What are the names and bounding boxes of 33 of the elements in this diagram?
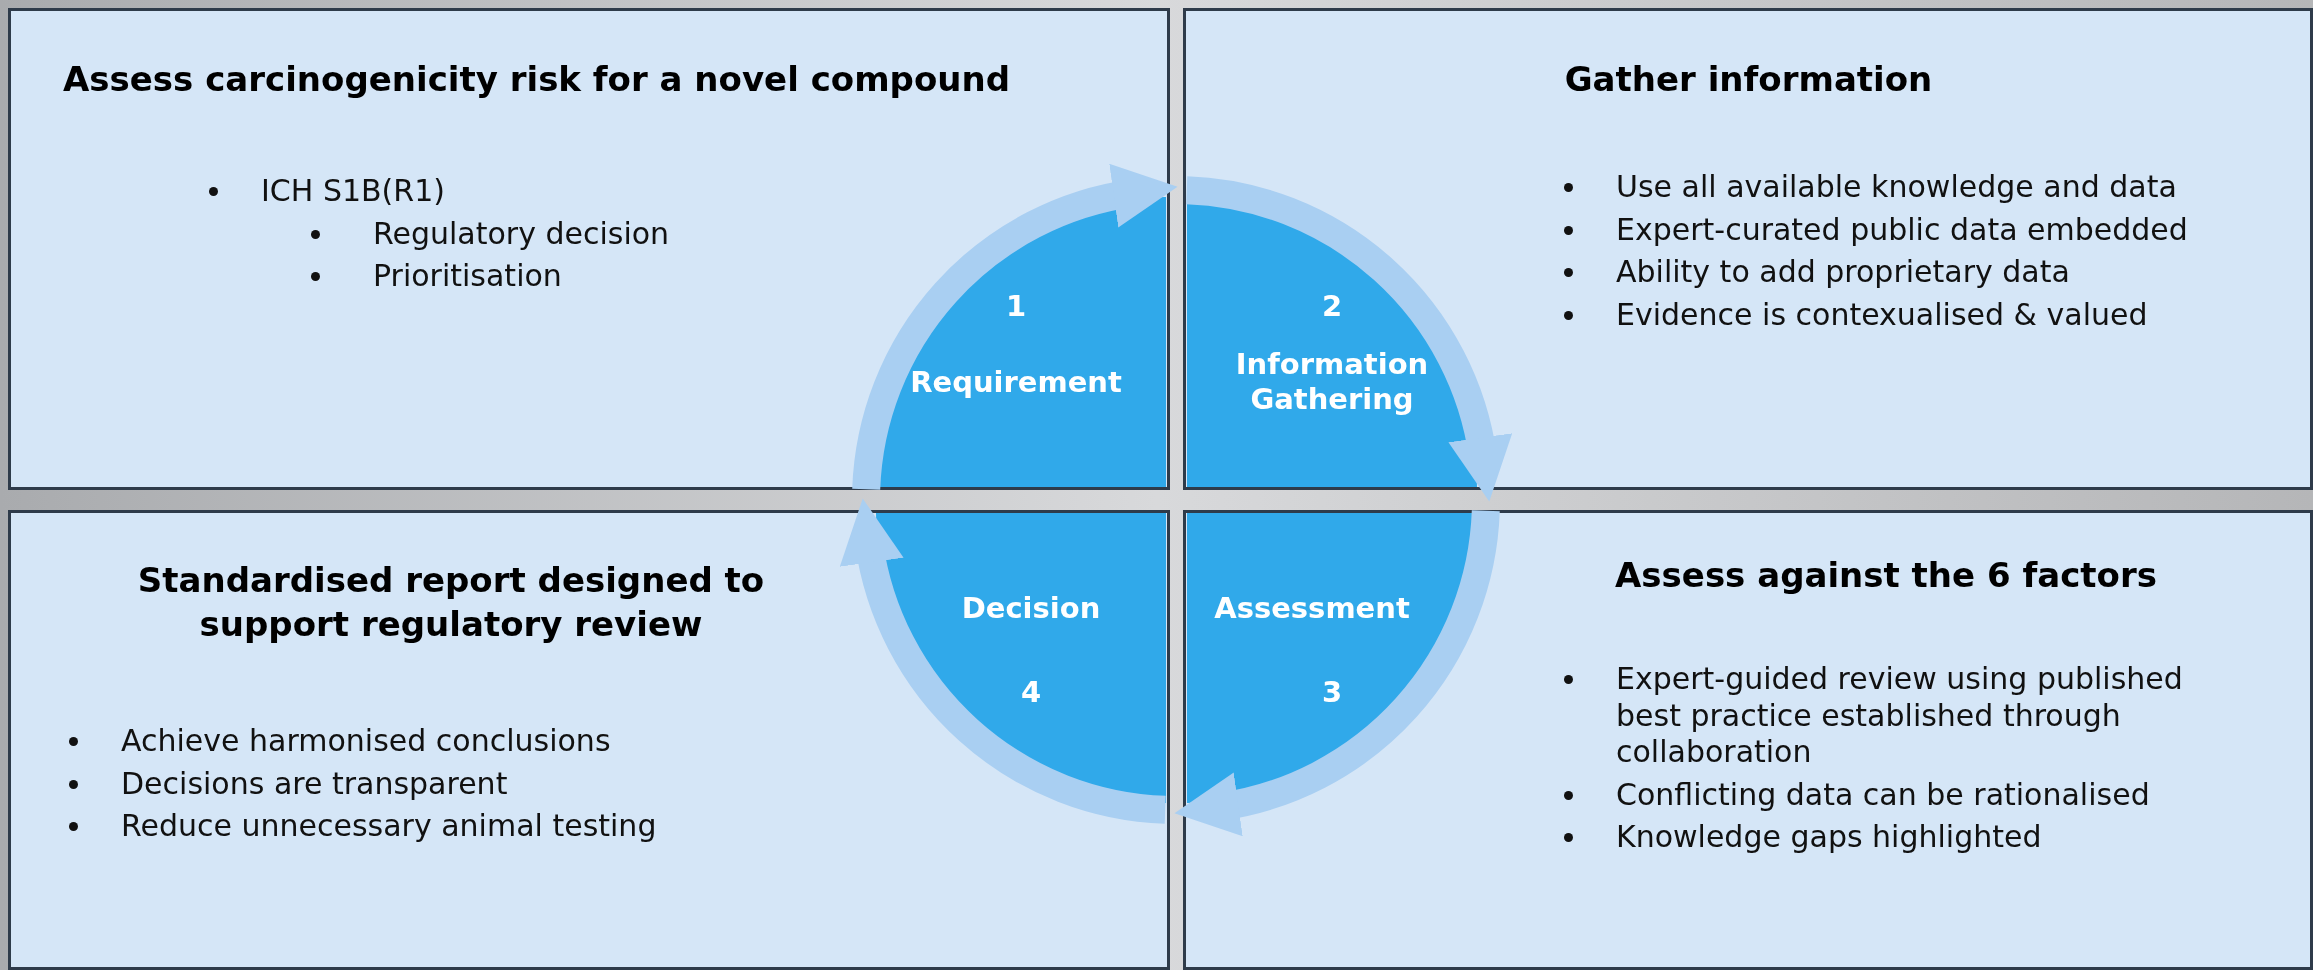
cycle-arrow: [841, 498, 1167, 824]
panel-heading: Assess carcinogenicity risk for a novel compound: [63, 58, 1012, 101]
bullet-text: Expert-guided review using published best practice established through collaboration: [1616, 661, 2183, 770]
bullet-text: Evidence is contexualised & valued: [1616, 296, 2148, 332]
bullet-text: Reduce unnecessary animal testing: [121, 808, 657, 844]
panel-heading: Assess against the 6 factors: [1614, 554, 2158, 597]
cycle-arrow: [1185, 176, 1511, 502]
bullet-text: Use all available knowledge and data: [1616, 169, 2177, 204]
bullet-text: Conflicting data can be rationalised: [1616, 776, 2150, 812]
cycle-arrow: [1174, 509, 1500, 835]
step-number: 3: [1320, 675, 1344, 710]
bullet-text: Expert-curated public data embedded: [1616, 211, 2188, 247]
cycle-arrow: [852, 165, 1178, 491]
step-label: Decision: [960, 591, 1102, 626]
bullet-text: Knowledge gaps highlighted: [1616, 819, 2042, 855]
info-panel: [1183, 8, 2313, 490]
bullet-text: Achieve harmonised conclusions: [121, 723, 611, 758]
step-number: 4: [1019, 675, 1043, 710]
bullet-text: Ability to add proprietary data: [1616, 254, 2070, 290]
info-panel: [8, 510, 1170, 970]
step-label: Information Gathering: [1234, 347, 1430, 417]
step-label: Assessment: [1213, 591, 1411, 626]
info-panel: [8, 8, 1170, 490]
bullet-text: Prioritisation: [373, 258, 562, 294]
bullet-text: Regulatory decision: [373, 215, 670, 251]
bullet-text: Decisions are transparent: [121, 765, 508, 801]
step-number: 1: [1004, 289, 1028, 324]
panel-heading: Standardised report designed to support regulatory review: [136, 559, 766, 647]
step-label: Requirement: [909, 365, 1123, 400]
panel-heading: Gather information: [1563, 58, 1934, 101]
step-number: 2: [1320, 289, 1344, 324]
bullet-text: ICH S1B(R1): [261, 173, 445, 208]
info-panel: [1183, 510, 2313, 970]
